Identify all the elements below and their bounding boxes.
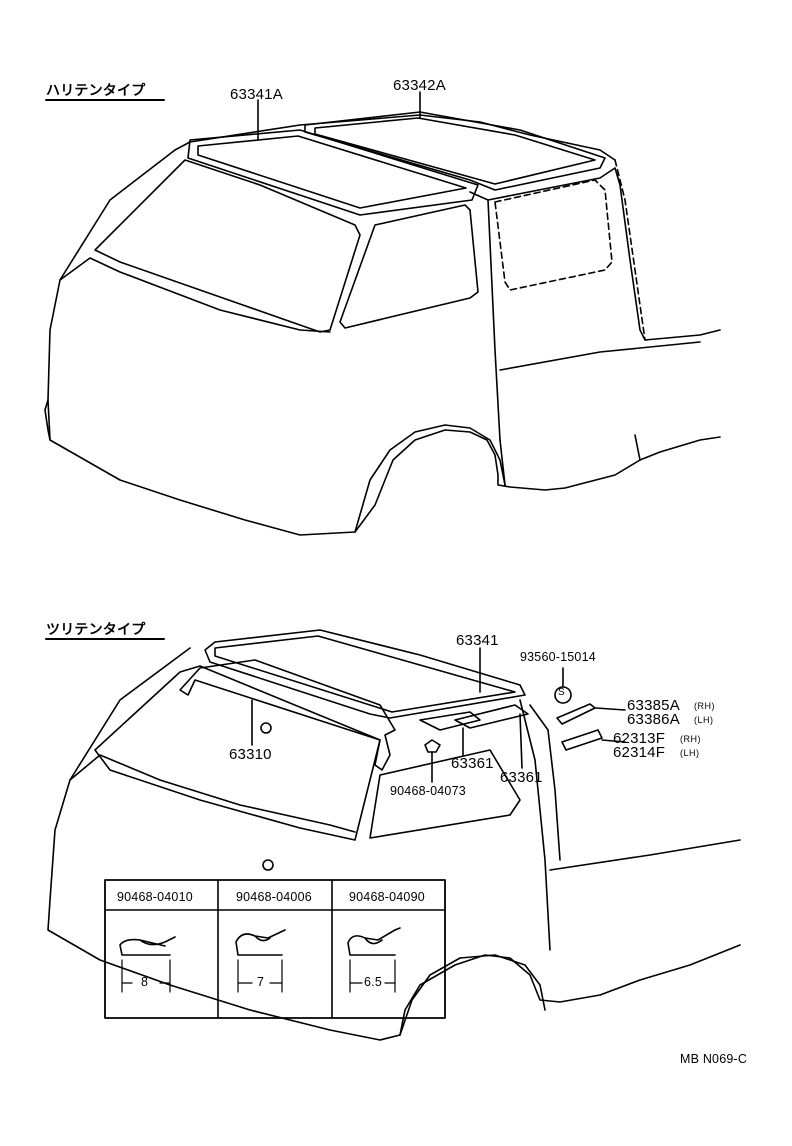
part-label-63342A: 63342A xyxy=(393,77,446,94)
upper-roof-panel-rear xyxy=(304,111,606,191)
leader-63361-b xyxy=(519,713,523,769)
upper-windshield xyxy=(94,159,361,333)
upper-rear-window xyxy=(494,179,613,291)
dim-1 xyxy=(121,959,171,993)
lower-roof-panel-inner xyxy=(214,635,516,713)
lower-windshield xyxy=(94,665,381,841)
upper-sill xyxy=(499,341,701,371)
upper-roof-line xyxy=(174,114,616,161)
clip-drawing-2 xyxy=(235,929,286,956)
footer-code: MB N069-C xyxy=(680,1052,748,1066)
upper-roof-panel-front-inner xyxy=(197,135,467,209)
part-label-63341A: 63341A xyxy=(230,86,283,103)
leader-62313F xyxy=(601,739,626,743)
part-side-62314F: (LH) xyxy=(680,748,700,758)
lower-front-window xyxy=(369,749,521,839)
part-side-62313F: (RH) xyxy=(680,734,701,744)
leader-63385A xyxy=(595,707,626,711)
clip-drawing-1 xyxy=(119,936,176,956)
upper-rear-pillar-dashed xyxy=(614,159,646,341)
lower-rear-pillar xyxy=(529,704,561,861)
table-dim-3: 6.5 xyxy=(364,975,382,989)
part-label-93560-15014: 93560-15014 xyxy=(520,650,596,664)
upper-body-front-lower xyxy=(44,399,51,441)
s-mark-label: S xyxy=(558,687,565,698)
lower-part-63385A xyxy=(556,703,596,725)
table-header-1: 90468-04010 xyxy=(117,890,193,904)
part-side-63386A: (LH) xyxy=(694,715,714,725)
lower-clip-marker-63310 xyxy=(260,722,272,734)
upper-front-window xyxy=(339,204,479,329)
lower-roof-panel xyxy=(204,629,526,719)
table-header-2: 90468-04006 xyxy=(236,890,312,904)
upper-hood-line xyxy=(59,257,331,333)
part-label-63310: 63310 xyxy=(229,746,272,763)
section-title-lower: ツリテンタイプ xyxy=(46,622,146,638)
lower-vehicle xyxy=(47,629,741,1041)
part-label-62314F: 62314F xyxy=(613,744,666,761)
part-side-63385A: (RH) xyxy=(694,701,715,711)
part-label-63386A: 63386A xyxy=(627,711,680,728)
lower-hood-line xyxy=(69,754,356,833)
table-dim-1: 8 xyxy=(141,975,149,989)
upper-vehicle xyxy=(44,91,721,536)
upper-rocker xyxy=(499,434,641,486)
part-label-63361-b: 63361 xyxy=(500,769,543,786)
part-label-63341: 63341 xyxy=(456,632,499,649)
upper-roof-panel-rear-inner xyxy=(314,117,596,185)
part-label-90468-04073: 90468-04073 xyxy=(390,784,466,798)
part-label-63385A: 63385A xyxy=(627,697,680,714)
upper-body-outline xyxy=(47,149,721,536)
lower-part-62313F xyxy=(561,729,603,751)
lower-rail-63361-b xyxy=(454,704,529,729)
lower-headliner xyxy=(179,659,396,771)
clip-table-frame xyxy=(104,879,446,1019)
lower-rail-63361-a xyxy=(419,711,481,731)
dim-3 xyxy=(349,959,396,993)
lower-body-outline xyxy=(47,647,741,1041)
lower-s-circle xyxy=(554,686,572,704)
clip-drawing-3 xyxy=(347,927,401,956)
part-label-63361-a: 63361 xyxy=(451,755,494,772)
clip-table xyxy=(104,879,446,1019)
part-label-62313F: 62313F xyxy=(613,730,666,747)
lower-door-lines xyxy=(519,699,741,951)
upper-roof-panel-front xyxy=(187,129,479,216)
table-dim-2: 7 xyxy=(257,975,265,989)
dim-2 xyxy=(237,959,283,993)
lower-wheel-arch xyxy=(399,954,546,1036)
section-title-upper: ハリテンタイプ xyxy=(46,83,146,99)
upper-door-lines xyxy=(469,167,721,441)
lower-clip-90468-04073 xyxy=(424,739,441,753)
upper-wheel-arch xyxy=(354,424,506,533)
table-header-3: 90468-04090 xyxy=(349,890,425,904)
table-clip-marker xyxy=(262,859,274,871)
